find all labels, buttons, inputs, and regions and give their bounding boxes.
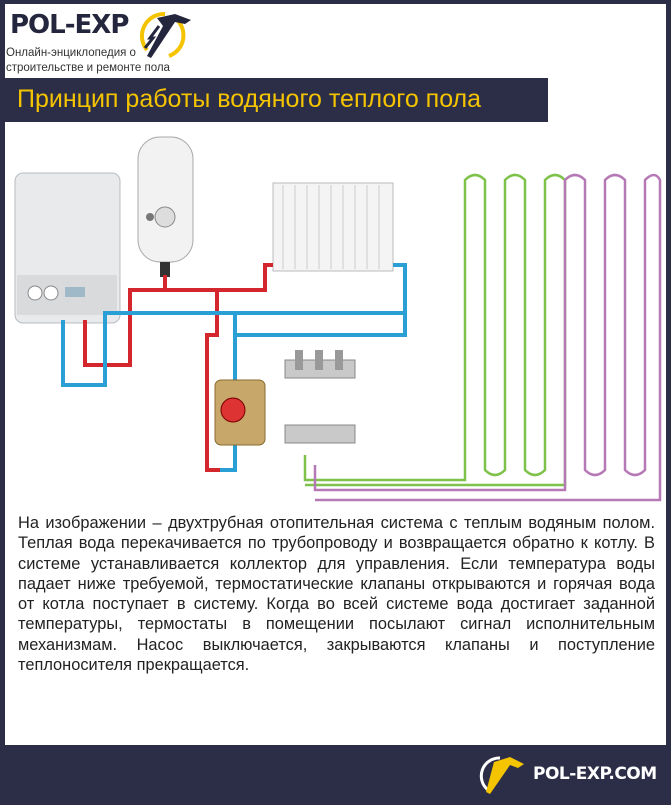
logo-subtitle: Онлайн-энциклопедия о строительстве и ре… <box>6 46 170 76</box>
description-text: На изображении – двухтрубная отопительна… <box>18 514 655 675</box>
water-heater-tank <box>137 136 194 277</box>
footer-site-name: POL-EXP.COM <box>533 764 657 784</box>
floor-loops <box>303 173 662 502</box>
logo-subtitle-line: строительстве и ремонте пола <box>6 62 170 74</box>
footer-logo-icon <box>479 756 524 794</box>
logo-subtitle-line: Онлайн-энциклопедия о <box>6 47 136 59</box>
heating-diagram <box>14 136 662 502</box>
tools-logo-icon <box>139 11 191 58</box>
manifold-pump-group <box>214 350 356 446</box>
boiler <box>14 172 121 324</box>
title-bar: Принцип работы водяного теплого пола <box>5 78 548 122</box>
logo-title: POL-EXP <box>10 10 129 40</box>
radiator <box>272 182 394 272</box>
page-title: Принцип работы водяного теплого пола <box>17 85 482 113</box>
